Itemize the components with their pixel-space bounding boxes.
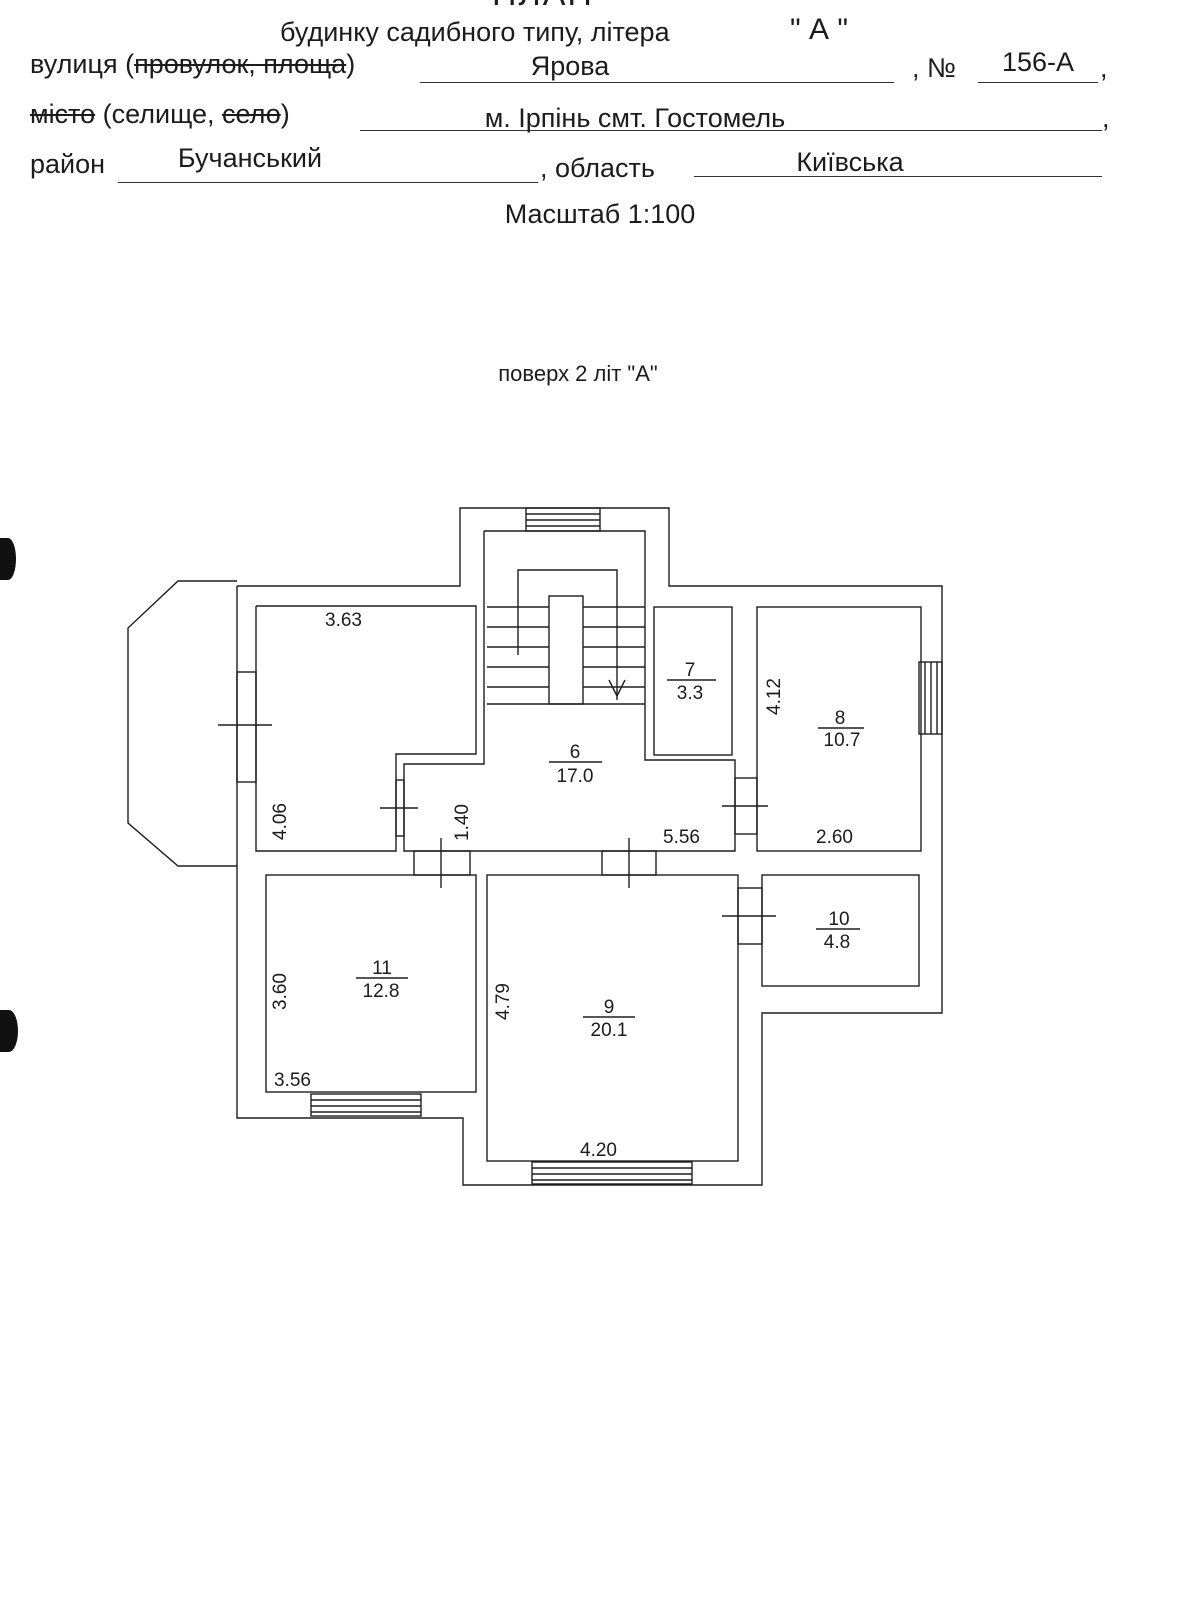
dim-room11-height: 3.60	[270, 973, 291, 1010]
document-title: ПЛАН	[492, 0, 594, 11]
region-label: , область	[540, 153, 655, 183]
room-10-area: 4.8	[824, 932, 850, 953]
scan-artifact	[0, 538, 16, 580]
bay-window-outline	[127, 580, 237, 867]
city-end-comma: ,	[1102, 103, 1110, 133]
room-left-outline	[255, 605, 477, 852]
windows	[236, 507, 943, 1185]
room-8-outline	[756, 606, 922, 852]
room-7-number: 7	[685, 660, 696, 681]
street-value: Ярова	[530, 51, 610, 81]
region-value: Київська	[796, 147, 904, 177]
dim-room9-height: 4.79	[493, 983, 514, 1020]
dim-room9-width: 4.20	[580, 1140, 617, 1161]
dim-left-room-width: 3.63	[325, 610, 362, 631]
dim-hall-width: 5.56	[663, 827, 700, 848]
room-11-number: 11	[372, 958, 392, 979]
doors	[218, 724, 776, 945]
number-underline	[978, 82, 1098, 83]
district-underline	[118, 182, 538, 183]
form-header: ПЛАН будинку садибного типу, літера " А …	[0, 0, 1200, 230]
stair-treads	[487, 569, 645, 705]
dim-left-room-height: 4.06	[270, 803, 291, 840]
room-8-area: 10.7	[824, 730, 861, 751]
street-end-comma: ,	[1100, 53, 1108, 83]
dim-room8-height: 4.12	[764, 678, 785, 715]
city-label: місто (селище, село)	[30, 99, 290, 129]
dim-room8-width: 2.60	[816, 827, 853, 848]
number-label: , №	[912, 53, 956, 83]
room-9-area: 20.1	[591, 1020, 628, 1041]
scan-artifact	[0, 1010, 18, 1052]
room-10-number: 10	[828, 909, 849, 930]
region-underline	[694, 176, 1102, 177]
litera-value: " А "	[790, 13, 848, 46]
room-11-outline	[265, 874, 477, 1093]
city-underline	[360, 130, 1102, 131]
district-label: район	[30, 149, 106, 179]
dim-hall-depth: 1.40	[452, 804, 473, 841]
room-9-number: 9	[604, 997, 615, 1018]
dim-room11-width: 3.56	[274, 1070, 311, 1091]
room-9-outline	[486, 874, 739, 1162]
room-7-area: 3.3	[677, 683, 703, 704]
room-7-outline	[653, 606, 733, 756]
outer-wall	[236, 507, 943, 1186]
building-type-label: будинку садибного типу, літера	[280, 17, 670, 47]
floor-title: поверх 2 літ "А"	[498, 361, 657, 386]
room-6-area: 17.0	[557, 766, 594, 787]
street-label: вулиця (провулок, площа)	[30, 49, 356, 79]
room-8-number: 8	[835, 708, 846, 729]
room-6-number: 6	[570, 742, 581, 763]
city-value: м. Ірпінь смт. Гостомель	[484, 103, 786, 133]
scale-label: Масштаб 1:100	[504, 199, 696, 229]
district-value: Бучанський	[177, 143, 323, 173]
fraction-bars	[356, 679, 864, 1018]
room-11-area: 12.8	[363, 981, 400, 1002]
number-value: 156-А	[1001, 47, 1075, 77]
street-underline	[420, 82, 894, 83]
room-10-outline	[761, 874, 920, 987]
